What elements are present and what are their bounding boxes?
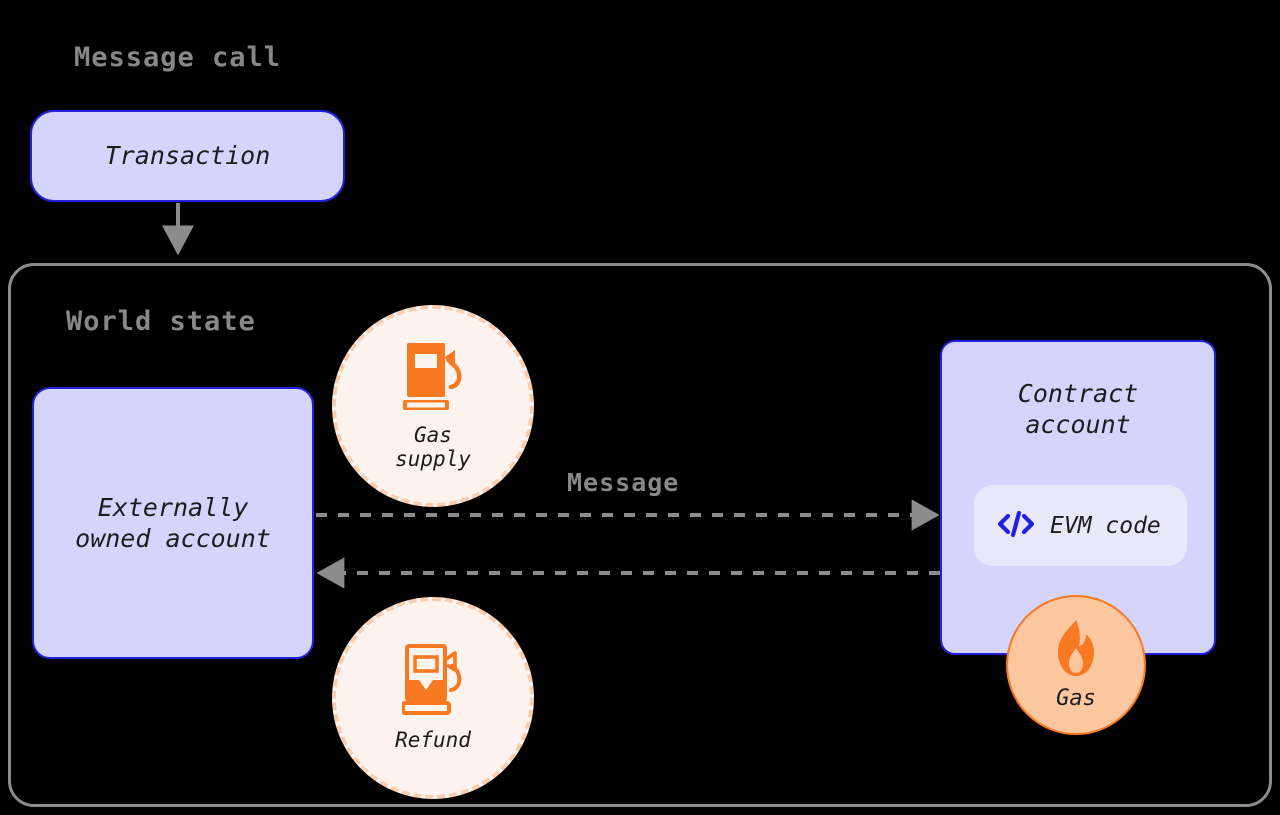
badge-gas-supply-label: Gas supply — [395, 422, 471, 471]
badge-refund-label: Refund — [395, 727, 471, 752]
edge-label-message: Message — [567, 468, 680, 497]
evm-code-chip[interactable]: EVM code — [974, 485, 1187, 566]
world-state-title: World state — [66, 306, 256, 337]
badge-gas-label: Gas — [1056, 686, 1096, 712]
node-transaction-label: Transaction — [104, 141, 271, 171]
badge-gas-supply[interactable]: Gas supply — [332, 305, 534, 507]
page-title: Message call — [74, 42, 282, 73]
fuel-pump-partial-icon — [401, 643, 464, 720]
fuel-pump-full-icon — [402, 341, 464, 417]
evm-code-label: EVM code — [1050, 512, 1161, 539]
node-transaction[interactable]: Transaction — [30, 110, 345, 202]
code-brackets-icon — [996, 509, 1036, 543]
node-contract-account-label: Contract account — [1017, 379, 1139, 440]
badge-gas[interactable]: Gas — [1006, 595, 1146, 735]
flame-icon — [1048, 618, 1104, 684]
node-externally-owned-account-label: Externally owned account — [75, 492, 271, 553]
world-state-container — [8, 263, 1272, 807]
node-externally-owned-account[interactable]: Externally owned account — [32, 387, 314, 659]
badge-refund[interactable]: Refund — [332, 597, 534, 799]
